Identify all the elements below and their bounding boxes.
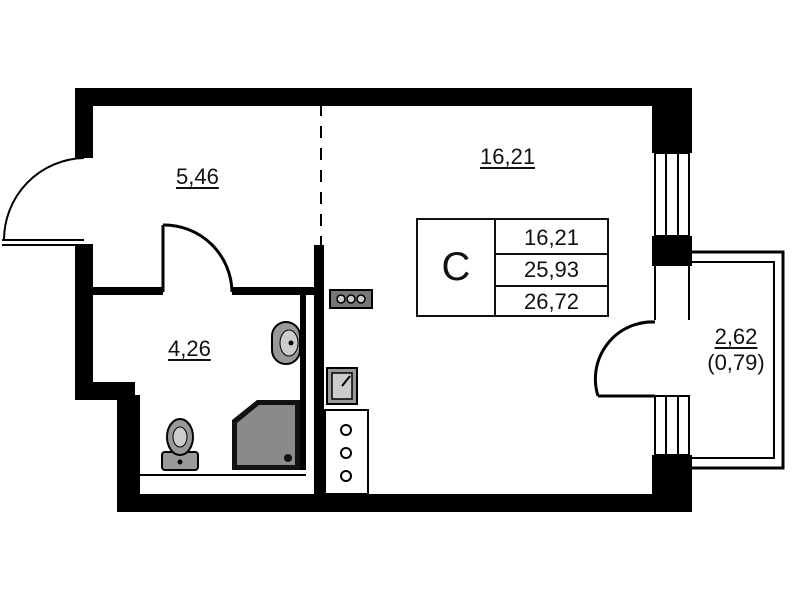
bathroom-wall-left-inner: [135, 395, 140, 495]
balcony-outline: [690, 250, 785, 470]
balcony-area-label: 2,62 (0,79): [690, 326, 782, 374]
kitchen-hob: [329, 289, 373, 309]
bathroom-area-label: 4,26: [168, 336, 211, 361]
toilet: [161, 418, 199, 471]
exterior-walls: [75, 88, 692, 512]
wall-left-middle: [75, 244, 93, 400]
bathroom-wall-top-left: [93, 287, 163, 295]
interior-walls: [93, 245, 324, 500]
legend-total-area: 25,93: [496, 254, 607, 287]
wall-right-mid: [652, 236, 692, 266]
apartment-type-letter: C: [418, 220, 496, 315]
bathroom-door: [161, 223, 234, 293]
bathroom-wall-top-right: [232, 287, 322, 295]
windows: [654, 152, 690, 456]
bathroom-wall-inner: [300, 290, 306, 470]
window-lower: [654, 395, 690, 456]
legend-living-area: 16,21: [496, 222, 607, 255]
balcony-area: 2,62: [714, 324, 758, 349]
bathroom-wall-right: [314, 245, 324, 500]
balcony-area-reduced: (0,79): [707, 350, 765, 375]
balcony-door: [593, 320, 656, 398]
bathroom-sink: [271, 321, 301, 365]
living-room-area-label: 16,21: [480, 144, 536, 169]
area-legend: C 16,21 25,93 26,72: [416, 218, 609, 317]
wall-right-bottom: [652, 455, 692, 512]
entrance-door: [2, 157, 85, 246]
window-upper: [654, 152, 690, 237]
hall-area-label: 5,46: [176, 164, 219, 189]
wall-bottom: [117, 494, 692, 512]
wall-left-lower: [117, 382, 135, 512]
wall-left-upper: [75, 88, 93, 158]
kitchen-stove: [324, 409, 369, 495]
kitchen-sink: [326, 367, 358, 405]
wall-right-top: [652, 88, 692, 153]
shower-tray: [232, 400, 300, 470]
legend-total-with-balcony: 26,72: [523, 288, 580, 314]
wall-top: [75, 88, 692, 106]
